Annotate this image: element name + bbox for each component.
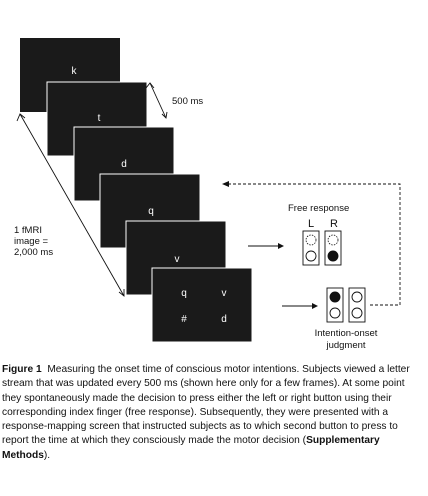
fmri-label-line-1: 1 fMRI [14, 225, 42, 236]
judgment-label-line-1: Intention-onset [315, 328, 378, 339]
judgment-device [326, 287, 366, 323]
left-bottom-button [305, 250, 317, 262]
right-bottom-button-pressed [327, 250, 339, 262]
figure-caption: Figure 1 Measuring the onset time of con… [2, 363, 424, 463]
free-response-title: Free response [288, 203, 349, 214]
judgment-left-top-button-pressed [329, 291, 341, 303]
feedback-dashed-arrow [226, 183, 401, 306]
fmri-label-line-2: image = [14, 236, 49, 247]
frame-letter-5: v [175, 254, 180, 265]
judgment-left-bottom-button [329, 307, 341, 319]
judgment-label-line-2: judgment [325, 340, 365, 351]
mapping-item-d: d [221, 314, 227, 325]
mapping-item-hash: # [181, 314, 187, 325]
left-button-label: L [308, 218, 314, 230]
feedback-arrowhead [222, 181, 229, 187]
interval-label: 500 ms [172, 96, 203, 107]
right-button-label: R [330, 218, 338, 230]
fmri-label-line-3: 2,000 ms [14, 247, 53, 258]
caption-supplementary-ref: Supplementary Methods [2, 435, 380, 461]
caption-text: Measuring the onset time of conscious mo… [2, 364, 410, 447]
right-top-button [327, 234, 339, 246]
interval-arrow [145, 82, 168, 119]
figure-illustration: k t d q v q v # d 500 ms 1 fMRI image = … [14, 38, 401, 351]
fmri-duration-arrow [16, 113, 125, 297]
left-top-button [305, 234, 317, 246]
mapping-item-v: v [222, 288, 227, 299]
free-response-arrow [248, 243, 284, 249]
frame-letter-4: q [148, 206, 154, 217]
response-mapping-screen [151, 267, 253, 343]
frame-letter-3: d [121, 159, 127, 170]
free-response-device [302, 230, 342, 266]
judgment-right-top-button [351, 291, 363, 303]
frame-letter-2: t [98, 113, 101, 124]
caption-end: ). [43, 449, 51, 461]
mapping-item-q: q [181, 288, 187, 299]
frame-letter-1: k [72, 66, 78, 77]
judgment-right-bottom-button [351, 307, 363, 319]
caption-figure-label: Figure 1 [2, 364, 42, 375]
judgment-arrow [282, 303, 318, 309]
